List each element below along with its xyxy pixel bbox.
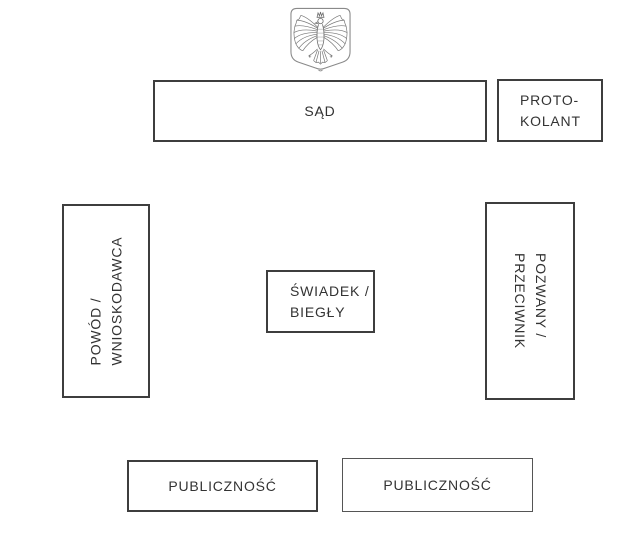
box-protokolant: PROTO- KOLANT [497, 79, 603, 142]
box-protokolant-label: PROTO- KOLANT [520, 91, 581, 129]
box-pozwany-przeciwnik-label: POZWANY / PRZECIWNIK [512, 253, 550, 349]
polish-eagle-coat-of-arms-icon [288, 5, 353, 72]
box-powod-wnioskodawca: POWÓD / WNIOSKODAWCA [62, 204, 150, 398]
box-publicznosc-right: PUBLICZNOŚĆ [342, 458, 533, 512]
box-publicznosc-right-label: PUBLICZNOŚĆ [383, 476, 492, 493]
box-powod-wnioskodawca-label: POWÓD / WNIOSKODAWCA [87, 236, 124, 366]
box-pozwany-przeciwnik: POZWANY / PRZECIWNIK [485, 202, 575, 400]
box-sad: SĄD [153, 80, 487, 142]
eagle-emblem-svg [290, 7, 351, 72]
box-swiadek-biegly-label: ŚWIADEK / BIEGŁY [290, 282, 370, 320]
box-swiadek-biegly: ŚWIADEK / BIEGŁY [266, 270, 375, 333]
box-sad-label: SĄD [304, 102, 336, 119]
box-publicznosc-left: PUBLICZNOŚĆ [127, 460, 318, 512]
box-publicznosc-left-label: PUBLICZNOŚĆ [168, 477, 277, 494]
